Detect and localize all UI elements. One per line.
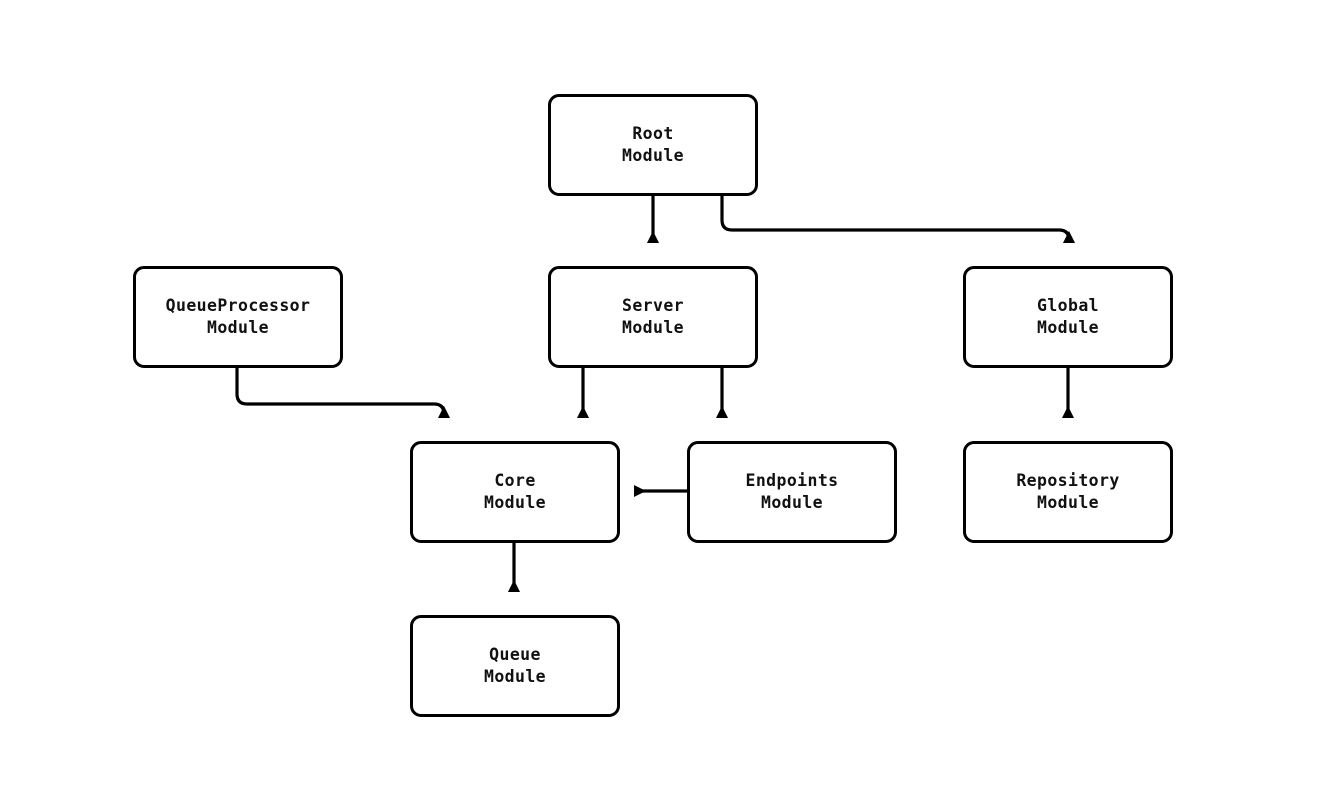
node-endpoints-module[interactable]: Endpoints Module: [687, 441, 897, 543]
node-queue-module[interactable]: Queue Module: [410, 615, 620, 717]
node-queueprocessor-module-label-line2: Module: [206, 318, 269, 337]
node-queue-module-label-line2: Module: [483, 667, 546, 686]
node-endpoints-module-label-line2: Module: [760, 493, 823, 512]
node-global-module-label-line2: Module: [1036, 318, 1099, 337]
node-global-module-label-line1: Global: [1036, 296, 1099, 315]
node-endpoints-module-label-line1: Endpoints: [745, 471, 839, 490]
node-repository-module[interactable]: Repository Module: [963, 441, 1173, 543]
node-root-module[interactable]: Root Module: [548, 94, 758, 196]
node-repository-module-label-line1: Repository: [1016, 471, 1120, 490]
node-core-module[interactable]: Core Module: [410, 441, 620, 543]
node-server-module-label-line1: Server: [621, 296, 684, 315]
edge-queueprocessor-to-core: [235, 368, 451, 418]
node-global-module[interactable]: Global Module: [963, 266, 1173, 368]
node-root-module-label-line1: Root: [632, 124, 674, 143]
node-root-module-label-line2: Module: [621, 146, 684, 165]
node-repository-module-label-line2: Module: [1036, 493, 1099, 512]
node-server-module[interactable]: Server Module: [548, 266, 758, 368]
node-server-module-label-line2: Module: [621, 318, 684, 337]
edge-root-to-global: [720, 196, 1076, 243]
node-queueprocessor-module[interactable]: QueueProcessor Module: [133, 266, 343, 368]
node-queueprocessor-module-label-line1: QueueProcessor: [165, 296, 311, 315]
node-core-module-label-line2: Module: [483, 493, 546, 512]
node-core-module-label-line1: Core: [494, 471, 536, 490]
node-queue-module-label-line1: Queue: [489, 645, 541, 664]
